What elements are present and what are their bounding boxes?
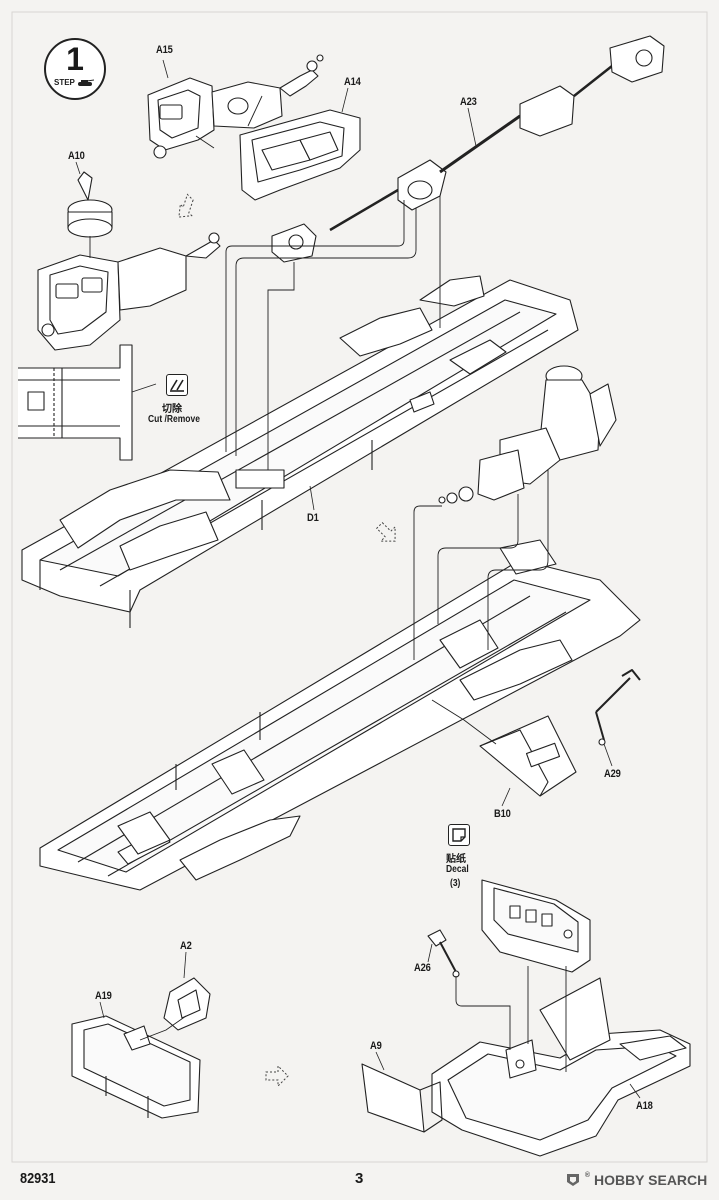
transfer-case-assembly xyxy=(438,365,617,504)
part-label-a18: A18 xyxy=(636,1100,653,1112)
part-label-a10: A10 xyxy=(68,150,85,162)
propeller-shaft-a23 xyxy=(271,35,665,263)
hobby-search-logo-icon xyxy=(567,1174,579,1186)
watermark: ® HOBBY SEARCH xyxy=(565,1172,707,1188)
part-label-d1: D1 xyxy=(307,512,319,524)
part-label-a9: A9 xyxy=(370,1040,382,1052)
chassis-frame-upper-d1 xyxy=(21,275,579,628)
guide-line xyxy=(455,976,511,1050)
decal-note-cn: 贴纸 xyxy=(446,854,466,865)
step-label: STEP xyxy=(54,78,75,87)
guide-line xyxy=(235,208,417,456)
watermark-brand: HOBBY SEARCH xyxy=(593,1172,708,1188)
part-label-a23: A23 xyxy=(460,96,477,108)
cut-note-en: Cut /Remove xyxy=(148,414,200,425)
guide-line xyxy=(267,262,295,470)
decal-sheet-icon xyxy=(448,824,470,846)
decal-note-en: Decal xyxy=(446,864,469,875)
seat-a9 xyxy=(361,1063,443,1133)
cab-floor xyxy=(431,977,691,1157)
step-badge: 1 STEP xyxy=(44,38,106,100)
watermark-reg: ® xyxy=(584,1172,591,1179)
decal-note-number: (3) xyxy=(450,878,461,889)
crank-handle-a29 xyxy=(595,669,641,746)
part-label-a14: A14 xyxy=(344,76,361,88)
guide-line xyxy=(195,135,215,149)
part-label-b10: B10 xyxy=(494,808,511,820)
direction-arrow-icon xyxy=(178,193,194,218)
bracket-a2 xyxy=(163,977,211,1031)
direction-arrow-icon xyxy=(265,1064,289,1088)
guide-line xyxy=(413,505,442,660)
rear-axle-housing xyxy=(37,232,221,351)
guide-line xyxy=(437,494,519,624)
gear-housing-a10 xyxy=(67,171,113,238)
front-axle-housing-a15 xyxy=(147,54,324,159)
part-label-a26: A26 xyxy=(414,962,431,974)
cut-note-cn: 切除 xyxy=(162,404,182,415)
part-a26 xyxy=(427,929,460,978)
direction-arrow-icon xyxy=(375,521,396,542)
front-axle-housing-a14 xyxy=(239,109,361,201)
part-label-a15: A15 xyxy=(156,44,173,56)
part-label-a2: A2 xyxy=(180,940,192,952)
guide-line xyxy=(139,1015,187,1041)
tank-icon xyxy=(78,79,94,86)
guide-line xyxy=(431,699,497,745)
cut-detail-frame xyxy=(18,344,133,461)
dashboard-assembly xyxy=(481,879,591,973)
battery-box-b10 xyxy=(479,715,577,797)
guide-line xyxy=(487,470,549,650)
part-label-a19: A19 xyxy=(95,990,112,1002)
guide-line xyxy=(247,95,263,127)
kit-code: 82931 xyxy=(20,1170,56,1187)
chassis-frame-lower xyxy=(39,539,641,891)
scissors-cut-icon xyxy=(166,374,188,396)
guide-line xyxy=(225,200,405,452)
part-label-a29: A29 xyxy=(604,768,621,780)
panel-a19 xyxy=(71,1015,201,1119)
page-number: 3 xyxy=(355,1170,364,1187)
step-number: 1 xyxy=(66,41,84,77)
